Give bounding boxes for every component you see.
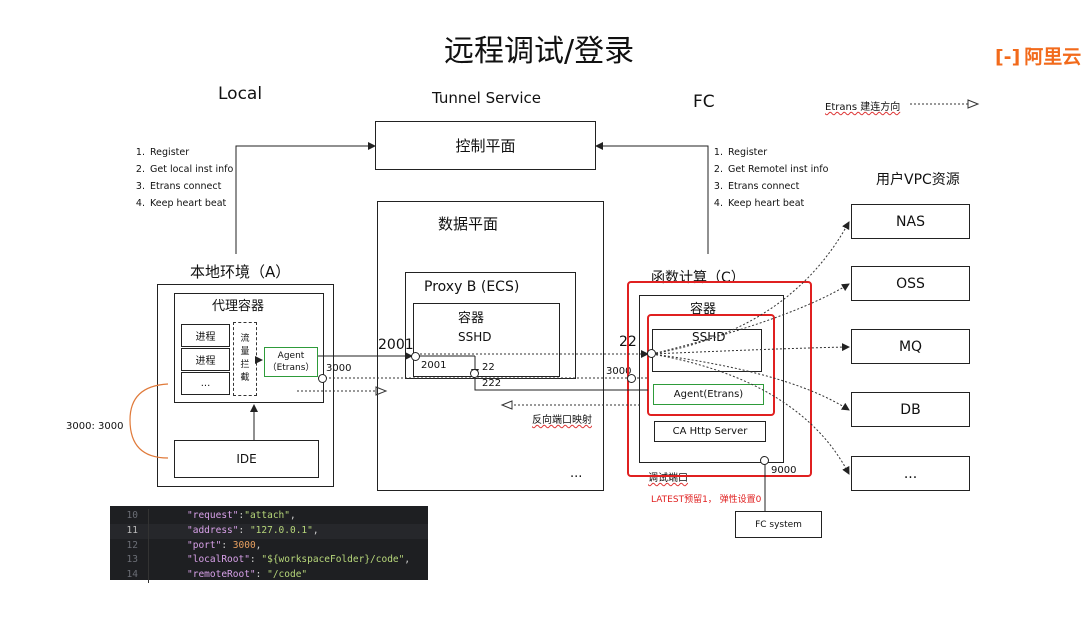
vpc-item-db: DB: [851, 392, 970, 427]
page-title: 远程调试/登录: [444, 34, 635, 69]
fc-container-label: 容器: [690, 302, 717, 317]
proxy-container-label: 代理容器: [212, 299, 265, 314]
reverse-port-arrow: [500, 400, 640, 410]
port-9000: 9000: [771, 465, 797, 476]
ca-http-server-box: CA Http Server: [654, 421, 766, 442]
left-step: Register: [148, 144, 233, 161]
port-circle: [627, 374, 636, 383]
fc-agent-box: Agent(Etrans): [653, 384, 764, 405]
code-line: 11"address": "127.0.0.1",: [110, 523, 428, 539]
vpc-item-oss: OSS: [851, 266, 970, 301]
control-plane-label: 控制平面: [455, 137, 516, 155]
vpc-title: 用户VPC资源: [876, 172, 960, 188]
reverse-port-label: 反向端口映射: [532, 415, 592, 426]
port-22-proxy: 22: [482, 362, 495, 373]
port-222-proxy: 222: [482, 378, 502, 389]
local-env-title: 本地环境（A）: [190, 263, 291, 281]
local-label: Local: [218, 84, 263, 104]
port-circle: [647, 349, 656, 358]
fc-label: FC: [693, 92, 715, 112]
data-plane-label: 数据平面: [438, 215, 499, 233]
left-steps-list: Register Get local inst info Etrans conn…: [130, 144, 233, 212]
right-steps-list: Register Get Remotel inst info Etrans co…: [708, 144, 828, 212]
port-circle: [760, 456, 769, 465]
port-3000-local: 3000: [326, 363, 352, 374]
code-line: 10"request":"attach",: [110, 509, 428, 524]
process-box: 进程: [181, 348, 230, 371]
local-agent-box: Agent （Etrans）: [264, 347, 318, 377]
data-plane-ellipsis: ...: [570, 466, 583, 481]
fc-highlight-inner: [647, 314, 775, 416]
tunnel-service-label: Tunnel Service: [432, 89, 542, 107]
code-line: 12"port": 3000,: [110, 538, 428, 554]
port-mapping-label: 3000: 3000: [66, 421, 124, 432]
logo-text: 阿里云: [1024, 46, 1082, 68]
port-2001-inner: 2001: [421, 360, 447, 371]
port-mapping-bracket: [129, 383, 169, 459]
ide-box: IDE: [174, 440, 319, 478]
fc-sshd-label: SSHD: [692, 330, 726, 344]
port-2001-outer: 2001: [378, 337, 414, 353]
right-step: Get Remotel inst info: [726, 161, 828, 178]
right-step: Etrans connect: [726, 178, 828, 195]
left-step: Get local inst info: [148, 161, 233, 178]
vpc-item-nas: NAS: [851, 204, 970, 239]
local-dashed-arrow: [297, 386, 388, 396]
right-step: Keep heart beat: [726, 195, 828, 212]
process-box: ...: [181, 372, 230, 395]
port-circle: [411, 352, 420, 361]
proxy-b-container-box: [413, 303, 560, 377]
fc-sshd-box: [652, 329, 762, 372]
legend-arrow: [910, 99, 980, 109]
launch-config-code: 10"request":"attach", 11"address": "127.…: [110, 506, 428, 583]
port-circle: [318, 374, 327, 383]
legend-label: Etrans 建连方向: [825, 102, 901, 113]
proxy-b-container-label: 容器: [458, 311, 485, 326]
fc-to-control-line: [595, 142, 709, 254]
aliyun-logo: [-]阿里云: [995, 42, 1081, 69]
aliyun-logo-icon: [-]: [995, 46, 1021, 68]
latest-note: LATEST预留1， 弹性设置0: [651, 495, 762, 505]
left-step: Keep heart beat: [148, 195, 233, 212]
left-step: Etrans connect: [148, 178, 233, 195]
control-plane-box: 控制平面: [375, 121, 596, 170]
vpc-item-mq: MQ: [851, 329, 970, 364]
fc-system-box: FC system: [735, 511, 822, 538]
proxy-b-title: Proxy B (ECS): [424, 279, 520, 295]
code-line: 14"remoteRoot": "/code": [110, 568, 428, 583]
proxy-b-sshd-label: SSHD: [458, 330, 492, 344]
code-line: 13"localRoot": "${workspaceFolder}/code"…: [110, 553, 428, 569]
vpc-fanout: [651, 221, 850, 475]
debug-port-label: 调试端口: [648, 473, 688, 484]
port-circle: [470, 369, 479, 378]
process-box: 进程: [181, 324, 230, 347]
vpc-item-more: ...: [851, 456, 970, 491]
right-step: Register: [726, 144, 828, 161]
local-to-control-line: [235, 142, 376, 254]
port-3000-fc: 3000: [606, 366, 632, 377]
